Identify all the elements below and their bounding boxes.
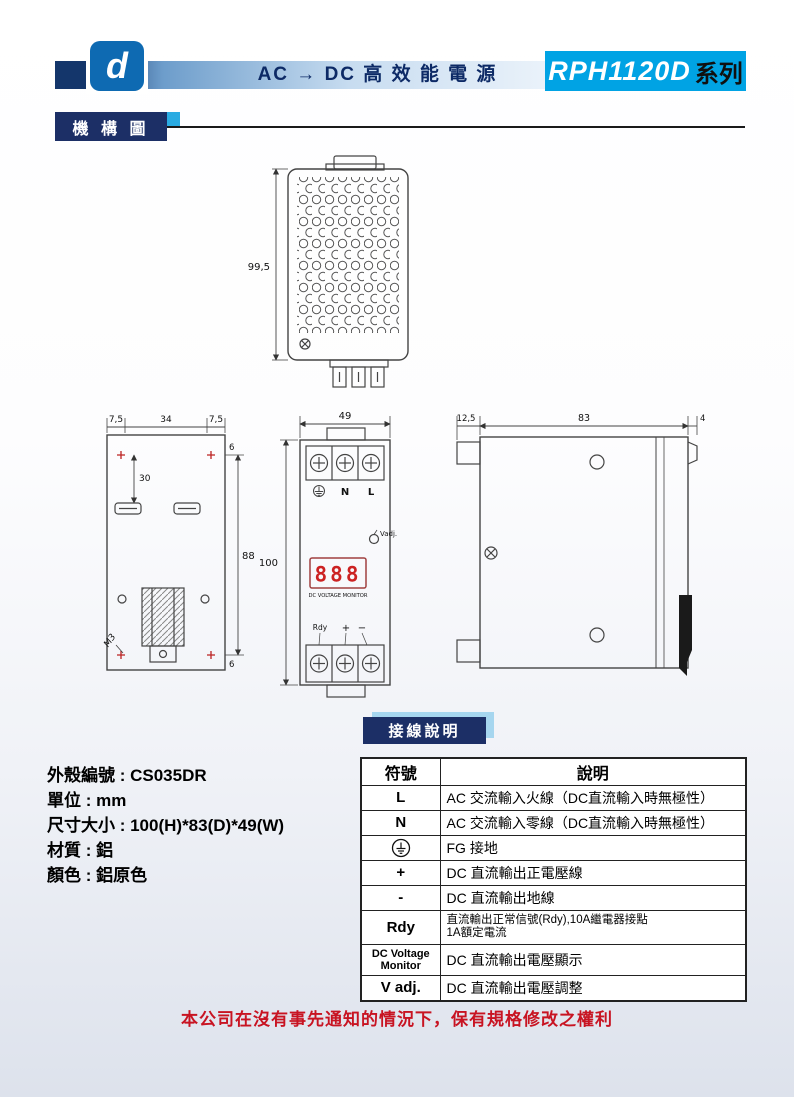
series-name: RPH1120D — [548, 55, 691, 86]
terminal-screws-bottom — [309, 654, 381, 673]
drawing-side-view: 12,5 83 4 — [456, 413, 705, 676]
footer-notice: 本公司在沒有事先通知的情況下，保有規格修改之權利 — [181, 1010, 613, 1029]
front-view-vadj-label: Vadj. — [380, 530, 397, 538]
front-view-minus-label: − — [358, 623, 366, 634]
spec-color: 顏色 : 鋁原色 — [47, 866, 148, 885]
row-symbol: - — [360, 884, 441, 911]
row-symbol: N — [360, 809, 441, 836]
spec-case-number: 外殼編號 : CS035DR — [47, 766, 207, 785]
front-view-plus-label: + — [342, 623, 350, 634]
front-view-terminal-l: L — [368, 487, 375, 498]
din-clip-latch — [679, 595, 692, 676]
rear-view-hole-pitch-dim: 30 — [139, 474, 151, 484]
spec-material: 材質 : 鋁 — [47, 841, 114, 860]
front-view-rdy-label: Rdy — [313, 623, 328, 632]
section-accent-block — [167, 112, 180, 126]
series-badge: RPH1120D 系列 — [545, 51, 746, 91]
rear-view-right-dim: 7,5 — [209, 415, 223, 425]
col-header-desc: 說明 — [439, 757, 747, 786]
table-row-minus: - DC 直流輸出地線 — [360, 884, 747, 911]
row-symbol: DC Voltage Monitor — [360, 943, 441, 976]
section-wiring-header: 接線說明 — [363, 717, 486, 744]
earth-terminal-icon — [313, 485, 325, 497]
earth-ground-icon — [391, 838, 410, 857]
wiring-table: 符號 說明 L AC 交流輸入火線（DC直流輸入時無極性） N AC 交流輸入零… — [360, 757, 747, 1002]
page-title: AC → DC 高 效 能 電 源 — [257, 64, 498, 85]
section-mechanism-header: 機 構 圖 — [55, 112, 167, 141]
row-desc: AC 交流輸入零線（DC直流輸入時無極性） — [439, 809, 747, 836]
voltage-display-digits: 888 — [315, 563, 362, 587]
row-desc: DC 直流輸出電壓顯示 — [439, 943, 747, 976]
side-view-rail-dim: 4 — [700, 414, 705, 424]
row-desc: DC 直流輸出正電壓線 — [439, 859, 747, 886]
front-view-monitor-label: DC VOLTAGE MONITOR — [309, 593, 368, 599]
table-row-fg: FG 接地 — [360, 834, 747, 861]
voltage-display-bezel — [309, 557, 367, 589]
table-row-plus: + DC 直流輸出正電壓線 — [360, 859, 747, 886]
spec-unit: 單位 : mm — [47, 791, 127, 810]
col-header-symbol: 符號 — [360, 757, 441, 786]
table-header-row: 符號 說明 — [360, 757, 747, 786]
rear-view-edge-top-dim: 6 — [229, 443, 234, 453]
side-view-depth-dim: 83 — [578, 413, 590, 424]
front-view-height-dim: 100 — [259, 558, 278, 569]
vent-holes — [297, 177, 399, 333]
table-row-dc-voltage-monitor: DC Voltage Monitor DC 直流輸出電壓顯示 — [360, 943, 747, 976]
row-symbol: Rdy — [360, 909, 441, 945]
mechanical-drawings: 99,5 7,5 34 7,5 30 — [102, 155, 705, 698]
row-symbol: V adj. — [360, 974, 441, 1001]
row-desc: DC 直流輸出電壓調整 — [439, 974, 747, 1001]
top-view-height-dim: 99,5 — [248, 262, 270, 273]
series-suffix: 系列 — [694, 60, 743, 88]
screw-position-marks — [117, 451, 215, 659]
front-view-width-dim: 49 — [339, 411, 352, 422]
spec-dimensions: 尺寸大小 : 100(H)*83(D)*49(W) — [47, 816, 285, 835]
rear-view-height-dim: 88 — [242, 551, 255, 562]
row-symbol: + — [360, 859, 441, 886]
table-row-l: L AC 交流輸入火線（DC直流輸入時無極性） — [360, 784, 747, 811]
row-symbol: L — [360, 784, 441, 811]
section-rule-line — [167, 126, 745, 128]
case-specs: 外殼編號 : CS035DR 單位 : mm 尺寸大小 : 100(H)*83(… — [47, 763, 284, 888]
drawing-rear-view: 7,5 34 7,5 30 88 6 6 — [102, 415, 255, 671]
rear-view-screw-label: M3 — [102, 632, 118, 649]
front-view-terminal-n: N — [341, 487, 349, 498]
brand-logo: d — [86, 37, 148, 94]
row-desc: DC 直流輸出地線 — [439, 884, 747, 911]
din-clip-hatched — [141, 587, 185, 647]
row-desc: FG 接地 — [439, 834, 747, 861]
rear-view-center-dim: 34 — [160, 415, 172, 425]
row-symbol — [360, 834, 441, 861]
terminal-screws-top — [309, 453, 381, 473]
rear-view-left-dim: 7,5 — [109, 415, 123, 425]
table-row-n: N AC 交流輸入零線（DC直流輸入時無極性） — [360, 809, 747, 836]
rear-view-edge-bottom-dim: 6 — [229, 660, 234, 670]
side-view-offset-dim: 12,5 — [457, 414, 476, 424]
vadj-potentiometer — [368, 533, 380, 545]
table-row-rdy: Rdy 直流輸出正常信號(Rdy),10A繼電器接點 1A額定電流 — [360, 909, 747, 945]
row-desc: 直流輸出正常信號(Rdy),10A繼電器接點 1A額定電流 — [439, 909, 747, 945]
row-desc: AC 交流輸入火線（DC直流輸入時無極性） — [439, 784, 747, 811]
drawing-front-view: 49 100 N L — [259, 411, 397, 698]
drawing-top-view: 99,5 — [248, 155, 409, 388]
brand-logo-letter: d — [90, 40, 144, 91]
table-row-v-adj: V adj. DC 直流輸出電壓調整 — [360, 974, 747, 1001]
